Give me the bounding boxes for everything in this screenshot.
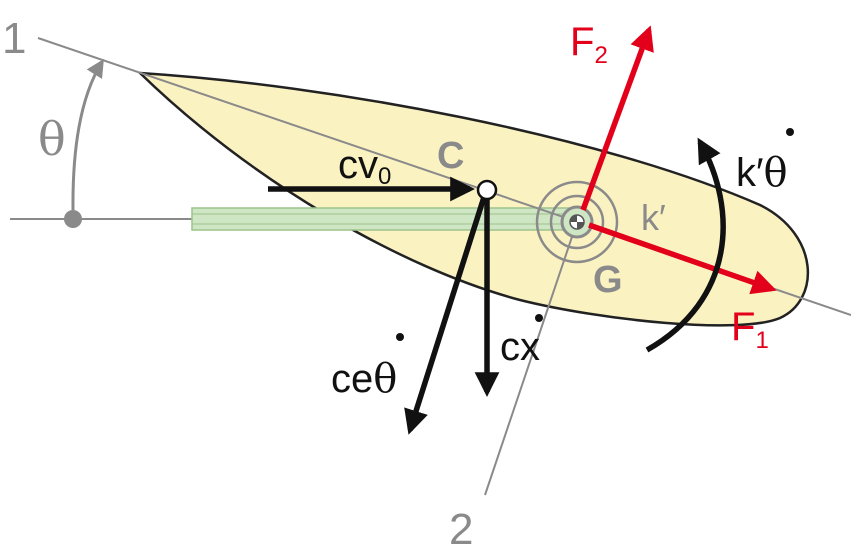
center-of-gravity-quadrant [577,222,584,229]
ce-theta-dot-mark [396,333,404,341]
cv0-main-text: cv [338,143,378,187]
theta-angle-arc [71,58,104,211]
point-c-label: C [437,135,464,177]
point-g-label: G [593,259,623,301]
f1-arrow [588,222,777,295]
theta-label: θ [38,112,66,166]
theta-symbol: θ [764,150,788,196]
k-theta-dot-arrow [645,137,726,353]
center-of-gravity-quadrant [570,215,577,222]
axis-2-line [484,221,578,496]
theta-symbol: θ [373,356,397,402]
cx-dot-label: cx [500,325,540,369]
spring-middle-ring [549,194,605,250]
cv0-label: cv0 [338,143,391,190]
f2-arrow [580,25,654,211]
k-theta-dot-mark [786,128,794,136]
spring-k-prime-label: k′ [641,197,666,238]
pivot-point [64,210,82,228]
ce-theta-dot-arrow [404,196,487,435]
k-theta-dot-label: k′θ [736,150,788,196]
axis-1-label: 1 [2,14,26,63]
f2-label: F2 [570,20,608,69]
c-text: c [500,325,520,369]
k-prime-text: k′ [736,151,764,195]
f1-subscript: 1 [755,327,768,354]
spring-outer-ring [535,180,619,264]
support-rod [191,207,578,231]
f1-main-text: F [731,305,755,349]
axis-2-label: 2 [449,505,473,554]
f2-subscript: 2 [594,42,607,69]
cv0-subscript: 0 [378,163,391,190]
ce-text: ce [331,357,373,401]
point-c-marker [476,179,498,201]
f1-label: F1 [731,305,769,354]
x-symbol: x [520,325,540,369]
f2-main-text: F [570,20,594,64]
ce-theta-dot-label: ceθ [331,356,397,402]
spring-k-prime-text: k′ [641,197,666,238]
cx-dot-mark [535,314,543,322]
